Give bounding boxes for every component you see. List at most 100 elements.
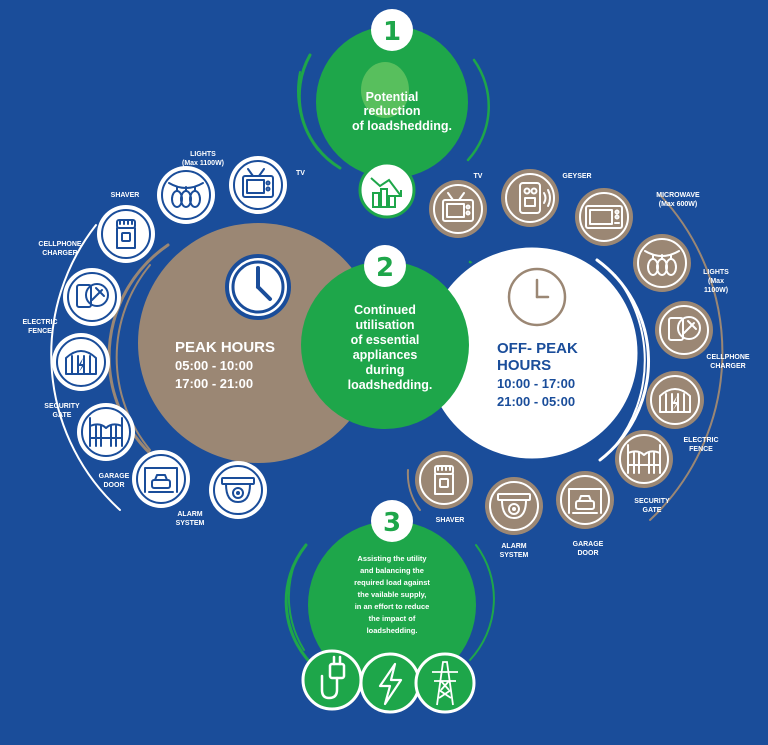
- appliance-label: TV: [474, 173, 483, 180]
- step-number: 1: [383, 17, 401, 47]
- alarm-system-icon: [221, 477, 255, 503]
- plug-icon: [301, 649, 363, 711]
- appliance-label: SYSTEM: [176, 520, 205, 527]
- step-text: during: [366, 363, 405, 377]
- peak-time: 17:00 - 21:00: [175, 376, 253, 391]
- step-text: appliances: [353, 348, 418, 362]
- cellphone-charger-appliance: CELLPHONE CHARGER: [38, 241, 121, 326]
- tv-appliance: TV: [429, 173, 487, 238]
- step-text: reduction: [364, 104, 421, 118]
- appliance-label: CHARGER: [42, 250, 77, 257]
- lights-appliance: LIGHTS (Max 1100W): [157, 151, 224, 224]
- step-1-circle: 1 Potential reduction of loadshedding.: [316, 9, 468, 219]
- tv-appliance: TV: [229, 156, 305, 214]
- clock-icon: [507, 267, 567, 327]
- shaver-icon: [116, 219, 136, 249]
- security-gate-icon: [627, 444, 661, 474]
- step-2-circle: 2 Continued utilisation of essential app…: [301, 245, 469, 429]
- off-peak-time: 10:00 - 17:00: [497, 376, 575, 391]
- shaver-icon: [434, 465, 454, 495]
- off-peak-hours-circle: OFF- PEAK HOURS 10:00 - 17:00 21:00 - 05…: [423, 244, 641, 462]
- clock-icon: [225, 254, 291, 320]
- cellphone-charger-icon: [668, 316, 701, 341]
- step-text: the vailable supply,: [358, 590, 427, 599]
- step-text: required load against: [354, 578, 430, 587]
- alarm-system-icon: [497, 493, 531, 519]
- step-text: the impact of: [369, 614, 416, 623]
- appliance-label: MICROWAVE: [656, 192, 700, 199]
- step-text: loadshedding.: [367, 626, 418, 635]
- tv-icon: [442, 192, 474, 222]
- garage-door-appliance: GARAGE DOOR: [556, 471, 614, 557]
- appliance-label: (Max 600W): [659, 201, 698, 208]
- appliance-label: GARAGE: [573, 541, 604, 548]
- appliance-label: LIGHTS: [190, 151, 216, 158]
- garage-door-icon: [144, 467, 178, 493]
- alarm-system-appliance: ALARM SYSTEM: [176, 461, 267, 527]
- peak-title: PEAK HOURS: [175, 339, 275, 356]
- appliance-label: GATE: [53, 412, 72, 419]
- lightning-icon: [359, 652, 421, 714]
- appliance-label: FENCE: [28, 328, 52, 335]
- appliance-label: ELECTRIC: [23, 319, 58, 326]
- appliance-label: LIGHTS: [703, 269, 729, 276]
- microwave-icon: [585, 205, 623, 229]
- step-text: in an effort to reduce: [355, 602, 430, 611]
- tv-icon: [242, 168, 274, 198]
- appliance-label: SECURITY: [634, 498, 670, 505]
- step-text: loadshedding.: [348, 378, 433, 392]
- step-number: 2: [376, 253, 394, 283]
- appliance-label: GEYSER: [562, 173, 591, 180]
- appliance-label: GATE: [643, 507, 662, 514]
- appliance-label: DOOR: [578, 550, 599, 557]
- peak-time: 05:00 - 10:00: [175, 358, 253, 373]
- step-3-circle: 3 Assisting the utility and balancing th…: [301, 500, 476, 714]
- appliance-label: TV: [296, 170, 305, 177]
- shaver-appliance: SHAVER: [415, 451, 473, 524]
- appliance-label: SECURITY: [44, 403, 80, 410]
- peak-appliance-list: TV LIGHTS (Max 1100W) SHAVER CELLPHONE CHARGE…: [23, 151, 306, 527]
- peak-hours-circle: PEAK HOURS 05:00 - 10:00 17:00 - 21:00: [138, 223, 378, 463]
- electric-fence-icon: [65, 350, 97, 375]
- shaver-appliance: SHAVER: [97, 192, 155, 263]
- alarm-system-appliance: ALARM SYSTEM: [485, 477, 543, 559]
- appliance-label: ALARM: [501, 543, 526, 550]
- appliance-label: ALARM: [177, 511, 202, 518]
- lights-icon: [644, 250, 680, 276]
- garage-door-icon: [568, 488, 602, 514]
- step-text: of loadshedding.: [352, 119, 452, 133]
- off-peak-time: 21:00 - 05:00: [497, 394, 575, 409]
- geyser-appliance: GEYSER: [501, 169, 592, 227]
- appliance-label: SYSTEM: [500, 552, 529, 559]
- step-text: Assisting the utility: [357, 554, 427, 563]
- step-text: Potential: [366, 90, 419, 104]
- off-peak-appliance-list: TV GEYSER MICROWAVE (Max 600W) LIGHTS (Max 110…: [415, 169, 750, 559]
- step-number: 3: [383, 508, 401, 538]
- appliance-label: (Max 1100W): [182, 160, 224, 167]
- appliance-label: CHARGER: [710, 363, 745, 370]
- pylon-icon: [414, 652, 476, 714]
- cellphone-charger-icon: [76, 283, 109, 308]
- appliance-label: CELLPHONE: [38, 241, 82, 248]
- off-peak-title: HOURS: [497, 357, 551, 374]
- step-text: of essential: [351, 333, 420, 347]
- electric-fence-appliance: ELECTRIC FENCE: [23, 319, 110, 391]
- appliance-label: FENCE: [689, 446, 713, 453]
- lights-appliance: LIGHTS (Max 1100W): [633, 234, 729, 294]
- security-gate-appliance: SECURITY GATE: [615, 430, 673, 514]
- security-gate-appliance: SECURITY GATE: [44, 403, 135, 461]
- appliance-label: (Max: [708, 278, 724, 285]
- step-text: Continued: [354, 303, 416, 317]
- graph-down-icon: [358, 161, 416, 219]
- appliance-label: SHAVER: [436, 517, 465, 524]
- electric-fence-icon: [659, 388, 691, 413]
- security-gate-icon: [89, 417, 123, 447]
- microwave-appliance: MICROWAVE (Max 600W): [575, 188, 700, 246]
- appliance-label: 1100W): [704, 287, 728, 294]
- bulb-icon: [361, 62, 409, 118]
- appliance-label: DOOR: [104, 482, 125, 489]
